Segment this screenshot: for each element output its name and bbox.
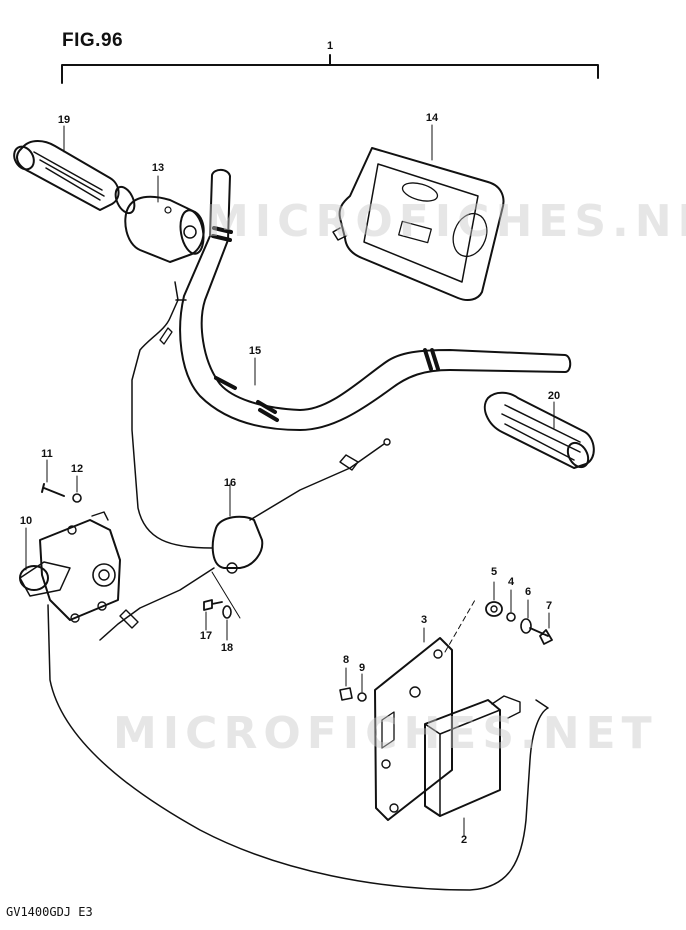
washer-6 [520,599,532,634]
watermark-lower: MICROFICHES.NET [113,708,658,759]
bolt-11 [41,459,65,497]
callout-8: 8 [342,654,350,666]
bolt-7 [529,612,553,645]
washer-18 [222,605,232,641]
callout-12: 12 [70,463,84,475]
mounting-plate [374,599,476,821]
assembly-bracket [61,54,599,84]
handlebar [179,168,572,431]
nut-5 [485,581,503,617]
callout-18: 18 [220,642,234,654]
callout-16: 16 [223,477,237,489]
left-grip [13,125,136,215]
watermark-upper: MICROFICHES.NET [205,196,686,247]
control-unit [424,695,521,837]
washer-9 [357,673,367,702]
callout-10: 10 [19,515,33,527]
model-code: GV1400GDJ E3 [6,905,93,919]
callout-1: 1 [326,40,334,52]
bolt-17 [203,599,223,631]
callout-11: 11 [41,448,53,460]
meter-cover [332,124,505,301]
left-switch-housing [124,175,205,263]
callout-13: 13 [151,162,165,174]
cable-lower [47,604,549,891]
cable-junction [99,438,391,641]
callout-2: 2 [460,834,468,846]
right-grip [483,391,595,469]
callout-20: 20 [547,390,561,402]
nut-8 [339,667,353,701]
callout-7: 7 [545,600,553,612]
washer-4 [506,589,516,622]
callout-4: 4 [507,576,515,588]
callout-17: 17 [199,630,213,642]
callout-15: 15 [248,345,262,357]
bracket-assembly [19,511,121,623]
figure-title: FIG.96 [62,30,124,51]
washer-12 [72,475,82,503]
cable-upper [131,281,213,549]
callout-5: 5 [490,566,498,578]
callout-3: 3 [420,614,428,626]
callout-19: 19 [57,114,71,126]
callout-9: 9 [358,662,366,674]
callout-6: 6 [524,586,532,598]
callout-14: 14 [425,112,439,124]
